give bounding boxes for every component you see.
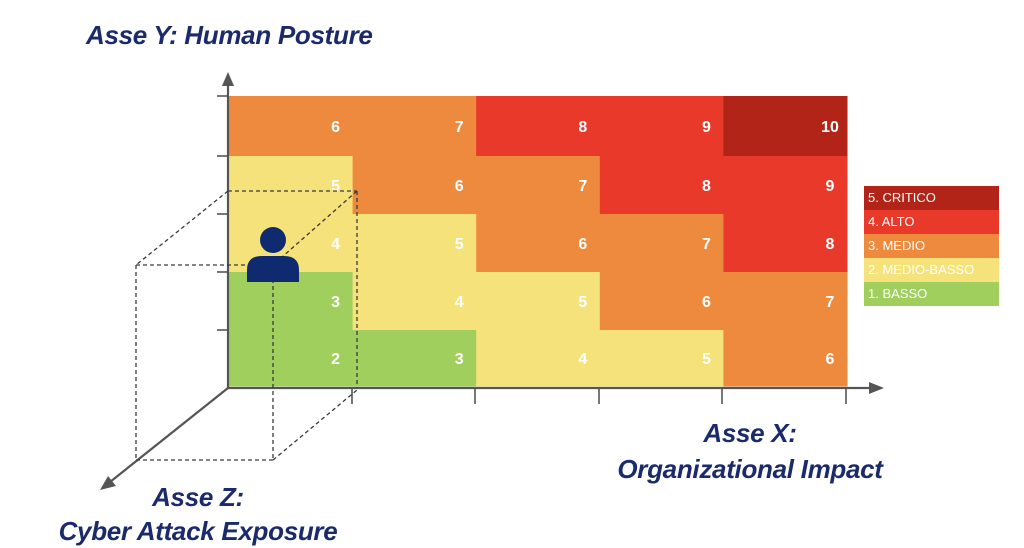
z-axis-line bbox=[109, 387, 229, 483]
x-axis-title: Asse X: Organizational Impact bbox=[600, 415, 900, 487]
legend-item: 4. ALTO bbox=[864, 210, 999, 234]
person-icon bbox=[260, 227, 286, 253]
z-axis-title-line1: Asse Z: bbox=[152, 482, 244, 512]
legend-item: 3. MEDIO bbox=[864, 234, 999, 258]
z-axis-title: Asse Z: Cyber Attack Exposure bbox=[48, 480, 348, 548]
cell-value: 4 bbox=[331, 236, 340, 253]
matrix-cell bbox=[723, 272, 848, 331]
cell-value: 7 bbox=[455, 119, 464, 136]
matrix-cell bbox=[476, 96, 601, 157]
matrix-cell bbox=[599, 96, 724, 157]
cell-value: 3 bbox=[455, 351, 464, 368]
matrix-cell bbox=[352, 156, 477, 215]
matrix-cell bbox=[229, 156, 354, 215]
matrix-cell bbox=[229, 330, 354, 387]
matrix-cell bbox=[723, 96, 848, 157]
legend-item: 2. MEDIO-BASSO bbox=[864, 258, 999, 282]
z-axis-title-line2: Cyber Attack Exposure bbox=[58, 516, 338, 546]
legend-item: 5. CRITICO bbox=[864, 186, 999, 210]
matrix-cell bbox=[723, 330, 848, 387]
matrix-cell bbox=[229, 96, 354, 157]
matrix-cell bbox=[723, 214, 848, 273]
matrix-cell bbox=[599, 330, 724, 387]
cell-value: 9 bbox=[702, 119, 711, 136]
cell-value: 4 bbox=[578, 351, 587, 368]
cell-value: 3 bbox=[331, 294, 340, 311]
matrix-cell bbox=[476, 214, 601, 273]
cube-edge bbox=[135, 190, 229, 266]
y-axis-title: Asse Y: Human Posture bbox=[86, 20, 373, 50]
cell-value: 8 bbox=[826, 236, 835, 253]
x-axis-title-line1: Asse X: bbox=[703, 418, 797, 448]
z-axis-arrow bbox=[100, 476, 116, 490]
y-axis-arrow bbox=[222, 72, 234, 86]
matrix-cell bbox=[599, 272, 724, 331]
matrix-cell bbox=[599, 156, 724, 215]
cube-edge bbox=[272, 190, 358, 266]
cell-value: 7 bbox=[578, 178, 587, 195]
cell-value: 7 bbox=[702, 236, 711, 253]
cell-value: 9 bbox=[826, 178, 835, 195]
cell-value: 7 bbox=[826, 294, 835, 311]
cell-value: 6 bbox=[331, 119, 340, 136]
matrix-cell bbox=[352, 330, 477, 387]
cell-value: 6 bbox=[578, 236, 587, 253]
matrix-cell bbox=[476, 156, 601, 215]
x-axis-arrow bbox=[869, 382, 884, 394]
cell-value: 4 bbox=[455, 294, 464, 311]
x-axis-title-line2: Organizational Impact bbox=[617, 454, 883, 484]
matrix-cell bbox=[599, 214, 724, 273]
matrix-cell bbox=[476, 272, 601, 331]
cell-value: 8 bbox=[578, 119, 587, 136]
matrix-cell bbox=[352, 272, 477, 331]
person-icon bbox=[247, 256, 299, 282]
cell-value: 5 bbox=[331, 178, 340, 195]
cell-value: 8 bbox=[702, 178, 711, 195]
cell-value: 5 bbox=[702, 351, 711, 368]
matrix-cell bbox=[352, 96, 477, 157]
matrix-cell bbox=[723, 156, 848, 215]
cell-value: 6 bbox=[702, 294, 711, 311]
cell-value: 6 bbox=[826, 351, 835, 368]
cell-value: 5 bbox=[578, 294, 587, 311]
cell-value: 10 bbox=[821, 119, 839, 136]
cell-value: 6 bbox=[455, 178, 464, 195]
legend-item: 1. BASSO bbox=[864, 282, 999, 306]
cell-value: 5 bbox=[455, 236, 464, 253]
cell-value: 2 bbox=[331, 351, 340, 368]
cube-edge bbox=[272, 389, 358, 461]
matrix-cell bbox=[476, 330, 601, 387]
matrix-cell bbox=[352, 214, 477, 273]
